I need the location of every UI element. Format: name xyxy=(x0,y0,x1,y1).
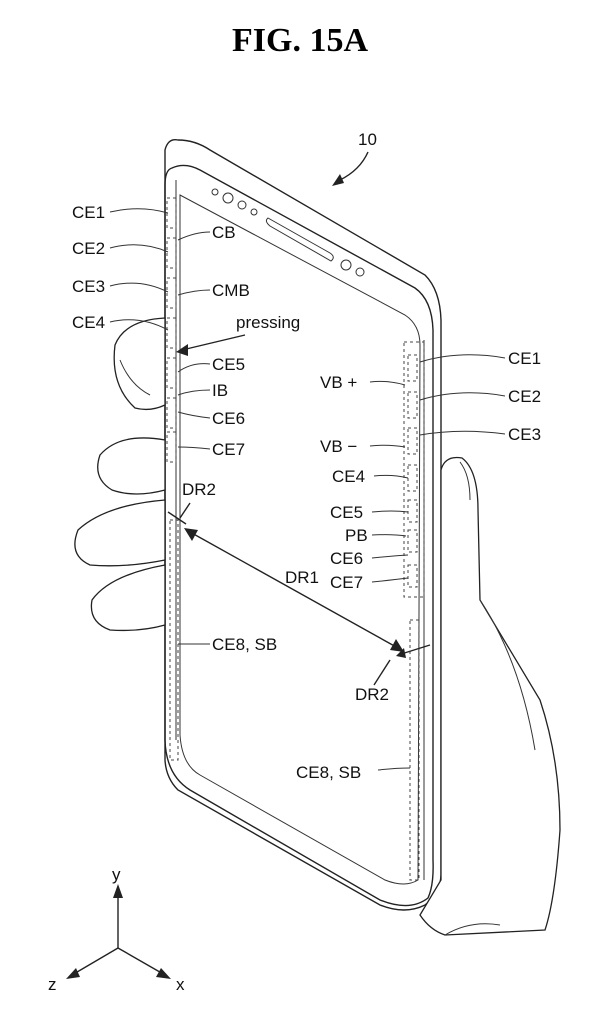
right-ce8-sb-label: CE8, SB xyxy=(296,763,361,782)
right-pb-label: PB xyxy=(345,526,368,545)
right-ce6-label: CE6 xyxy=(330,549,363,568)
pressing-label: pressing xyxy=(236,313,300,332)
device-ref-arrowhead xyxy=(332,174,344,186)
left-ce3-label: CE3 xyxy=(72,277,105,296)
right-vb-minus-label: VB − xyxy=(320,437,357,456)
left-ce4-label: CE4 xyxy=(72,313,105,332)
right-ce1-label: CE1 xyxy=(508,349,541,368)
coordinate-axes: y z x xyxy=(48,865,185,994)
left-ce1-label: CE1 xyxy=(72,203,105,222)
right-ce4-label: CE4 xyxy=(332,467,365,486)
left-cmb-label: CMB xyxy=(212,281,250,300)
left-ce2-label: CE2 xyxy=(72,239,105,258)
left-ce5-label: CE5 xyxy=(212,355,245,374)
left-ib-label: IB xyxy=(212,381,228,400)
left-hand xyxy=(74,317,166,632)
left-cb-label: CB xyxy=(212,223,236,242)
left-label-group: CE1 CE2 CE3 CE4 CB CMB pressing CE5 IB C… xyxy=(72,203,300,654)
figure-title: FIG. 15A xyxy=(232,22,368,59)
left-ce7-label: CE7 xyxy=(212,440,245,459)
right-label-group: CE1 VB + CE2 CE3 VB − CE4 CE5 PB CE6 CE7… xyxy=(296,349,541,782)
right-hand xyxy=(419,456,561,936)
right-dr2-label: DR2 xyxy=(355,685,389,704)
left-ce8-sb-label: CE8, SB xyxy=(212,635,277,654)
right-ce5-label: CE5 xyxy=(330,503,363,522)
axis-x-label: x xyxy=(176,975,185,994)
right-electrodes xyxy=(403,341,425,881)
axis-y-label: y xyxy=(112,865,121,884)
left-dr2-label: DR2 xyxy=(182,480,216,499)
left-ce6-label: CE6 xyxy=(212,409,245,428)
right-ce2-label: CE2 xyxy=(508,387,541,406)
right-ce3-label: CE3 xyxy=(508,425,541,444)
right-ce7-label: CE7 xyxy=(330,573,363,592)
dr1-label: DR1 xyxy=(285,568,319,587)
right-vb-plus-label: VB + xyxy=(320,373,357,392)
device-ref-leader xyxy=(339,151,369,181)
dr1-arrow: DR1 xyxy=(184,528,404,652)
axis-z-label: z xyxy=(48,975,57,994)
phone-body xyxy=(164,139,442,911)
device-ref-number: 10 xyxy=(358,130,377,149)
